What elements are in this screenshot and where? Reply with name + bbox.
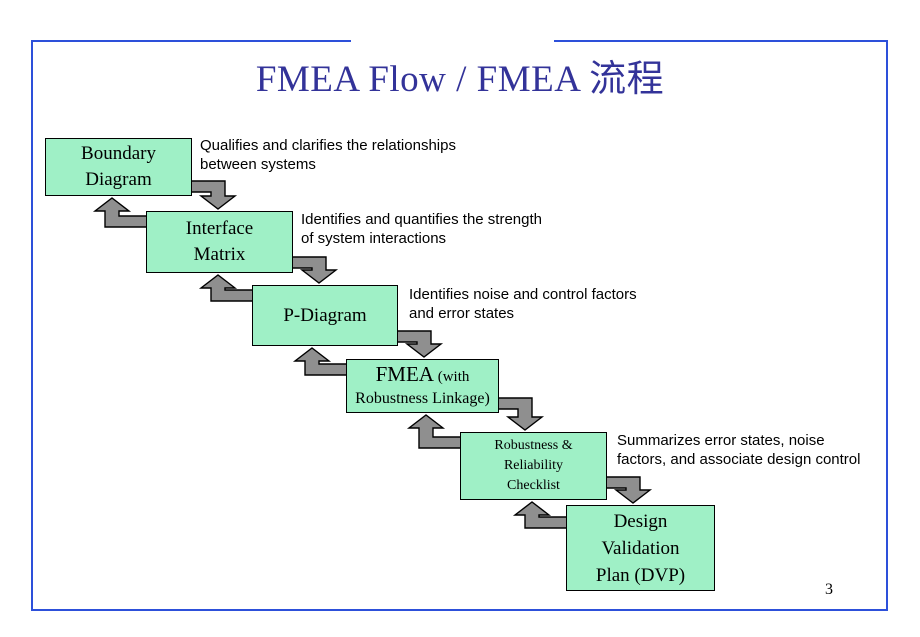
page-number: 3 bbox=[825, 581, 833, 598]
flow-box-label-line: Validation bbox=[601, 537, 680, 559]
flow-box-label-line: Matrix bbox=[193, 244, 246, 265]
annotation-p-diagram: Identifies noise and control factors and … bbox=[409, 285, 637, 323]
flow-box-label-line: Robustness Linkage) bbox=[355, 389, 490, 407]
annotation-line: Summarizes error states, noise bbox=[617, 432, 825, 449]
flow-box-label-line: Interface bbox=[185, 218, 254, 239]
flow-box-label-line: P-Diagram bbox=[283, 304, 367, 326]
annotation-line: Qualifies and clarifies the relationship… bbox=[200, 137, 456, 154]
flow-box-label-line: Robustness & bbox=[494, 438, 573, 453]
flow-box-label-line: Plan (DVP) bbox=[595, 564, 686, 586]
annotation-boundary-diagram: Qualifies and clarifies the relationship… bbox=[200, 136, 456, 174]
annotation-line: factors, and associate design control bbox=[617, 451, 861, 468]
annotation-line: between systems bbox=[200, 156, 316, 173]
flow-box-label-line: Checklist bbox=[507, 478, 560, 493]
slide-border-gap bbox=[351, 37, 554, 45]
flow-box-label-line: Reliability bbox=[503, 458, 564, 473]
flow-arrow-up-robustness-reliability-checklist bbox=[406, 414, 463, 449]
flow-arrow-up-fmea-robustness-linkage bbox=[292, 347, 349, 376]
flow-arrow-down-p-diagram bbox=[395, 330, 444, 358]
flow-arrow-down-interface-matrix bbox=[290, 256, 339, 284]
flow-arrow-up-design-validation-plan bbox=[512, 501, 569, 529]
flow-arrow-down-robustness-reliability-checklist bbox=[604, 476, 653, 504]
annotation-interface-matrix: Identifies and quantifies the strength of… bbox=[301, 210, 542, 248]
flow-box-label-line: Boundary bbox=[81, 143, 156, 164]
flow-box-label-line: FMEA (with bbox=[376, 363, 470, 388]
flow-box-p-diagram: P-Diagram bbox=[252, 285, 398, 346]
annotation-line: of system interactions bbox=[301, 230, 447, 247]
annotation-line: and error states bbox=[409, 305, 515, 322]
flow-arrow-up-p-diagram bbox=[198, 274, 255, 302]
flow-arrow-down-fmea-robustness-linkage bbox=[496, 397, 545, 431]
flow-arrow-up-interface-matrix bbox=[92, 197, 149, 228]
flow-box-label-line: Diagram bbox=[85, 169, 152, 190]
flow-arrow-down-boundary-diagram bbox=[189, 180, 238, 210]
annotation-line: Identifies and quantifies the strength bbox=[301, 211, 542, 228]
flow-box-label-emphasis: FMEA bbox=[375, 361, 434, 386]
flow-box-label-rest: (with bbox=[433, 368, 470, 385]
slide-title: FMEA Flow / FMEA 流程 bbox=[255, 59, 665, 100]
annotation-line: Identifies noise and control factors bbox=[409, 286, 637, 303]
flow-box-label-line: Design bbox=[613, 510, 668, 532]
annotation-robustness-checklist: Summarizes error states, noise factors, a… bbox=[617, 431, 860, 469]
